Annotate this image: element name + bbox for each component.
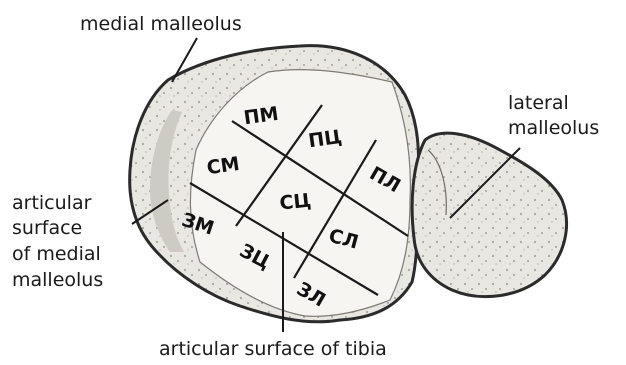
label-lateral-malleolus-line1: lateral — [508, 92, 569, 114]
label-articular-tibia: articular surface of tibia — [159, 338, 387, 360]
label-articular-medial-line4: malleolus — [12, 269, 103, 291]
label-lateral-malleolus-line2: malleolus — [508, 117, 599, 139]
label-articular-medial-line1: articular — [12, 192, 92, 214]
label-medial-malleolus: medial malleolus — [80, 13, 242, 35]
label-articular-medial-line3: of medial — [12, 243, 101, 265]
zone-sc: СЦ — [279, 189, 313, 214]
zone-sm: СМ — [205, 153, 241, 179]
zone-pc: ПЦ — [307, 126, 343, 152]
label-articular-medial-line2: surface — [12, 217, 82, 239]
